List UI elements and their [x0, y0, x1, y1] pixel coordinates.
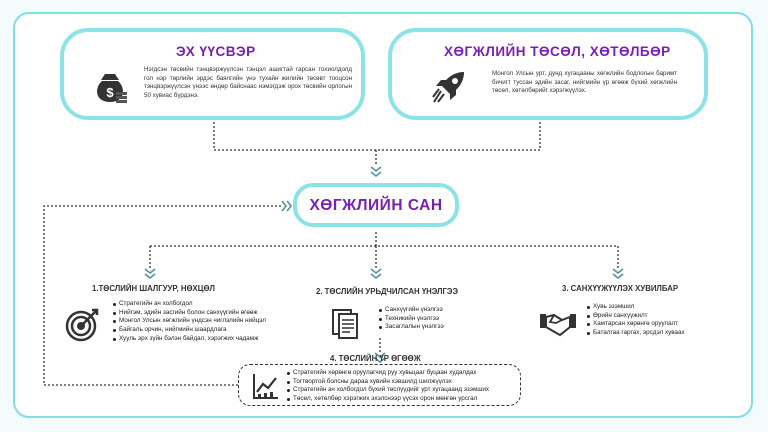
- chevron-down-icon: [612, 268, 624, 280]
- list-item: Стратегийн ач холбогдол: [112, 300, 266, 309]
- list-item: Өрийн санхүүжилт: [586, 312, 685, 321]
- financing-list: Хувь эзэмшил Өрийн санхүүжилт Хамтарсан …: [586, 303, 685, 338]
- list-item: Санхүүгийн үнэлгээ: [378, 306, 444, 315]
- list-item: Хамтарсан хөрөнгө оруулалт: [586, 320, 685, 329]
- chevron-right-icon: [281, 200, 293, 212]
- list-item: Байгаль орчин, нийгмийн шаардлага: [112, 326, 266, 335]
- chevron-down-icon: [370, 268, 382, 280]
- benefit-box: [238, 364, 521, 406]
- fund-title: ХӨГЖЛИЙН САН: [309, 197, 443, 214]
- list-item: Төсөл, хөтөлбөр хэрэгжих эхэлснээр үүсэх…: [286, 395, 489, 404]
- chevron-down-icon: [370, 166, 382, 178]
- list-item: Хууль эрх зүйн бэлэн байдал, хэрэгжих ча…: [112, 335, 266, 344]
- list-item: Стратегийн ач холбогдол бүхий төслүүдийг…: [286, 386, 489, 395]
- svg-text:$: $: [106, 85, 114, 100]
- criteria-title: 1.ТӨСЛИЙН ШАЛГУУР, НӨХЦӨЛ: [92, 284, 215, 293]
- money-bag-icon: $: [92, 70, 128, 111]
- fund-box: ХӨГЖЛИЙН САН: [293, 183, 459, 227]
- financing-title: 3. САНХҮҮЖҮҮЛЭХ ХУВИЛБАР: [562, 284, 679, 293]
- target-icon: [65, 306, 101, 347]
- program-text: Монгол Улсын урт, дунд хугацааны хөгжлий…: [492, 70, 677, 95]
- list-item: Засаглалын үнэлгээ: [378, 323, 444, 332]
- rocket-icon: [430, 68, 468, 111]
- growth-chart-icon: [252, 372, 280, 405]
- source-title: ЭХ ҮҮСВЭР: [176, 44, 256, 59]
- criteria-list: Стратегийн ач холбогдол Нийгэм, эдийн за…: [112, 300, 266, 344]
- list-item: Монгол Улсын хөгжлийн үндсэн чиглэлийн н…: [112, 317, 266, 326]
- list-item: Нийгэм, эдийн засгийн болон санхүүгийн ө…: [112, 309, 266, 318]
- documents-icon: [330, 306, 364, 345]
- list-item: Тогтвортой болсны дараа хувийн хэвшилд ш…: [286, 378, 489, 387]
- source-text: Нэгдсэн төсвийн тэнцвэржүүлсэн тэнцэл аш…: [144, 66, 352, 99]
- list-item: Стратегийн хөрөнгө оруулагчид руу хувьца…: [286, 369, 489, 378]
- list-item: Техникийн үнэлгээ: [378, 315, 444, 324]
- list-item: Баталгаа гаргах, эрсдэл хуваах: [586, 329, 685, 338]
- benefit-list: Стратегийн хөрөнгө оруулагчид руу хувьца…: [286, 369, 489, 404]
- source-box: ЭХ ҮҮСВЭР $ Нэгдсэн төсвийн тэнцвэржүүлс…: [60, 28, 365, 120]
- program-box: ХӨГЖЛИЙН ТӨСӨЛ, ХӨТӨЛБӨР Монгол Улсын ур…: [388, 28, 708, 120]
- chevron-down-icon: [144, 268, 156, 280]
- benefit-title: 4. ТӨСЛИЙН ҮР ӨГӨӨЖ: [330, 354, 421, 363]
- chevron-down-icon: [374, 352, 386, 364]
- feedback-connector: [43, 205, 282, 386]
- top-connector: [213, 118, 541, 151]
- handshake-icon: [540, 310, 576, 343]
- assessment-list: Санхүүгийн үнэлгээ Техникийн үнэлгээ Зас…: [378, 306, 444, 332]
- program-title: ХӨГЖЛИЙН ТӨСӨЛ, ХӨТӨЛБӨР: [444, 44, 671, 59]
- assessment-title: 2. ТӨСЛИЙН УРЬДЧИЛСАН ҮНЭЛГЭЭ: [316, 287, 459, 296]
- list-item: Хувь эзэмшил: [586, 303, 685, 312]
